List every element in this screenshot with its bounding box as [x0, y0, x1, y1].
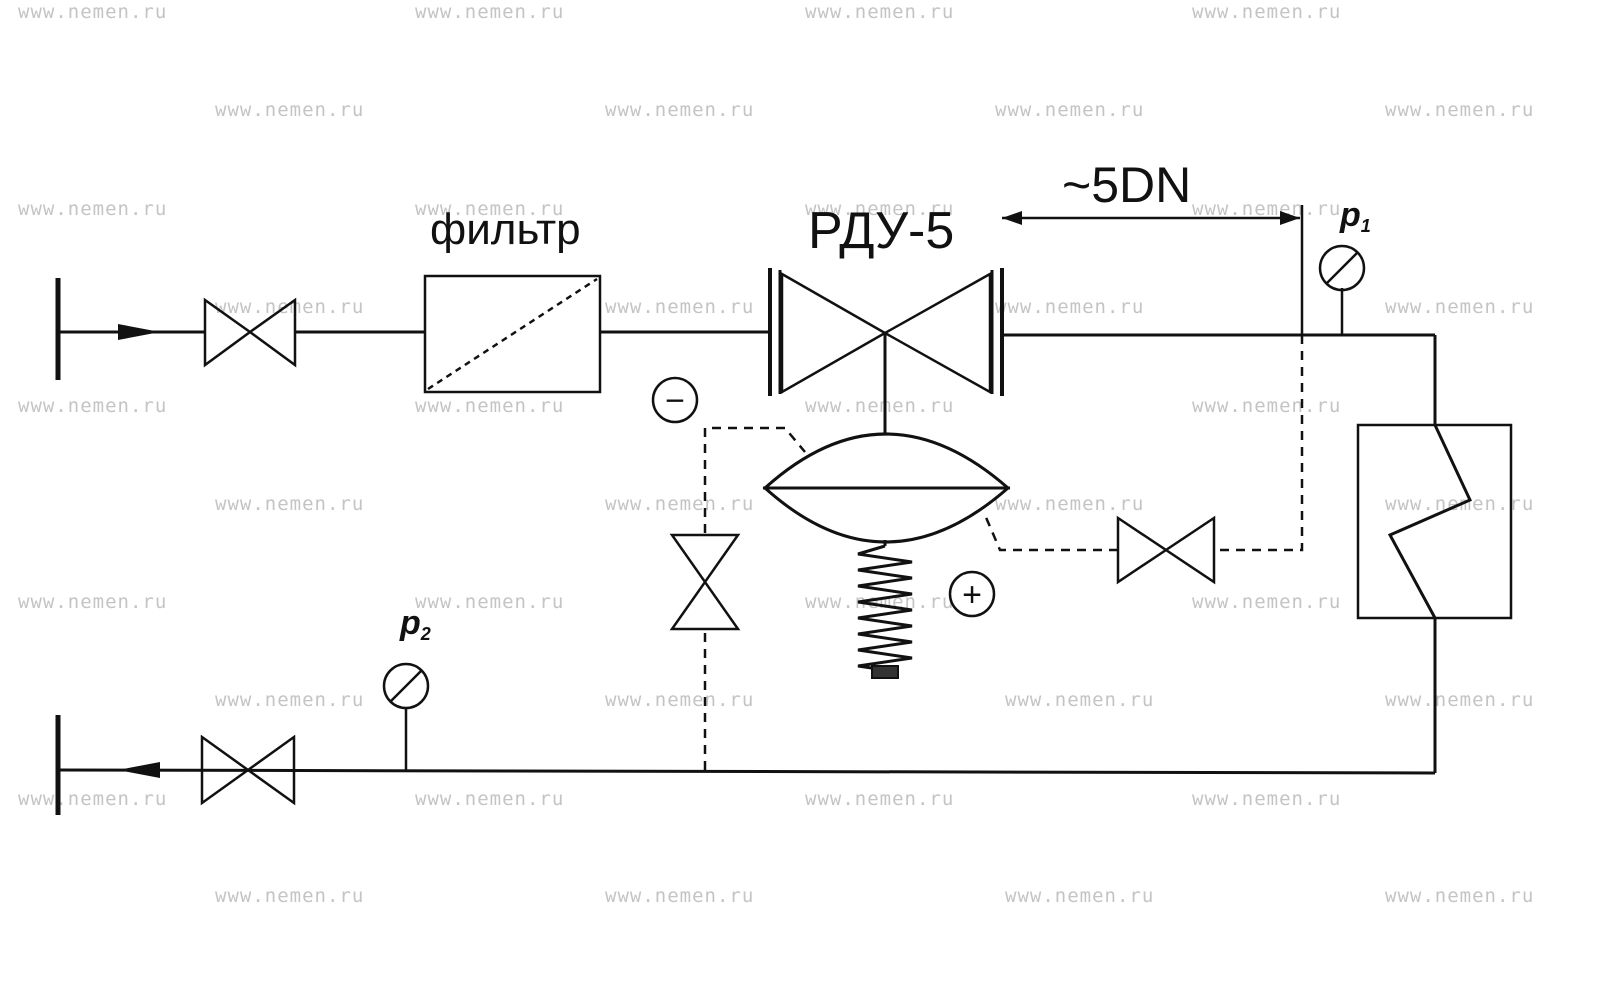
watermark-text: www.nemen.ru: [1192, 395, 1341, 417]
diaphragm-actuator: [762, 432, 1011, 544]
filter-label: фильтр: [430, 205, 581, 254]
watermark-text: www.nemen.ru: [215, 885, 364, 907]
outlet-flow-arrow: [118, 762, 160, 778]
filter: [423, 274, 602, 394]
watermark-text: www.nemen.ru: [215, 99, 364, 121]
watermark-text: www.nemen.ru: [1192, 198, 1341, 220]
inlet-flow-arrow: [118, 324, 160, 340]
p1-label: p1: [1339, 196, 1371, 236]
regulator-label: РДУ-5: [808, 202, 954, 260]
watermark-text: www.nemen.ru: [995, 493, 1144, 515]
watermark-text: www.nemen.ru: [1005, 689, 1154, 711]
watermark-text: www.nemen.ru: [805, 1, 954, 23]
spring: [857, 540, 913, 679]
watermark-text: www.nemen.ru: [1192, 1, 1341, 23]
heat-exchanger: [1356, 423, 1513, 620]
outlet-pipe: [57, 768, 1436, 775]
watermark-text: www.nemen.ru: [605, 296, 754, 318]
watermark-text: www.nemen.ru: [1192, 788, 1341, 810]
watermark-text: www.nemen.ru: [995, 99, 1144, 121]
watermark-text: www.nemen.ru: [605, 689, 754, 711]
watermark-text: www.nemen.ru: [805, 198, 954, 220]
watermark-text: www.nemen.ru: [1385, 296, 1534, 318]
impulse-valve-vertical: [669, 533, 741, 631]
impulse-line-plus-left: [983, 514, 1118, 552]
watermark-text: www.nemen.ru: [805, 395, 954, 417]
watermark-text: www.nemen.ru: [18, 788, 167, 810]
watermark-text: www.nemen.ru: [215, 493, 364, 515]
watermark-text: www.nemen.ru: [215, 689, 364, 711]
distance-dimension: [1002, 205, 1304, 335]
watermark-text: www.nemen.ru: [805, 591, 954, 613]
watermark-text: www.nemen.ru: [1005, 885, 1154, 907]
outlet-valve: [200, 734, 296, 806]
watermark-text: www.nemen.ru: [605, 885, 754, 907]
pressure-gauge-p1: [1318, 244, 1366, 335]
impulse-line-minus-upper: [703, 426, 806, 533]
watermark-text: www.nemen.ru: [18, 1, 167, 23]
watermark-text: www.nemen.ru: [18, 591, 167, 613]
minus-chamber-sign: −: [651, 376, 699, 424]
watermark-text: www.nemen.ru: [605, 99, 754, 121]
pressure-gauge-p2: [382, 662, 430, 770]
watermark-text: www.nemen.ru: [415, 591, 564, 613]
watermark-text: www.nemen.ru: [1385, 689, 1534, 711]
watermark-text: www.nemen.ru: [18, 198, 167, 220]
svg-text:−: −: [665, 382, 685, 420]
watermark-text: www.nemen.ru: [415, 788, 564, 810]
watermark-text: www.nemen.ru: [1385, 885, 1534, 907]
watermark-text: www.nemen.ru: [215, 296, 364, 318]
plus-chamber-sign: +: [948, 570, 996, 618]
watermark-layer: www.nemen.ru www.nemen.ru www.nemen.ru www.…: [18, 1, 1534, 907]
watermark-text: www.nemen.ru: [18, 395, 167, 417]
distance-label: ~5DN: [1062, 157, 1191, 213]
watermark-text: www.nemen.ru: [605, 493, 754, 515]
watermark-text: www.nemen.ru: [1385, 99, 1534, 121]
watermark-text: www.nemen.ru: [415, 198, 564, 220]
watermark-text: www.nemen.ru: [415, 1, 564, 23]
watermark-text: www.nemen.ru: [415, 395, 564, 417]
impulse-line-plus-right: [1215, 335, 1304, 552]
svg-text:+: +: [962, 576, 982, 614]
watermark-text: www.nemen.ru: [805, 788, 954, 810]
watermark-text: www.nemen.ru: [1192, 591, 1341, 613]
watermark-text: www.nemen.ru: [995, 296, 1144, 318]
regulator-valve: [768, 268, 1004, 396]
p2-label: p2: [399, 604, 431, 644]
impulse-valve-horizontal: [1116, 515, 1216, 585]
